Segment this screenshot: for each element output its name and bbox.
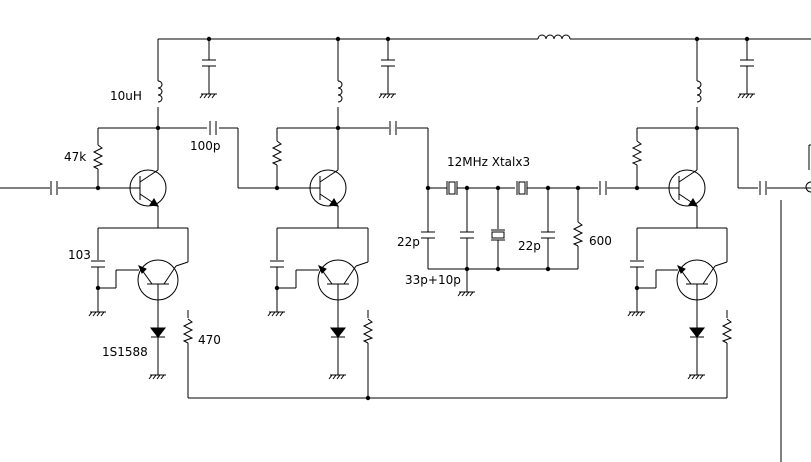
transistor-q3: [309, 128, 347, 228]
rail-bypass-capacitor-3: [737, 39, 756, 99]
transistor-q2: [137, 259, 189, 301]
label-bias-resistor: 47k: [64, 150, 86, 164]
transistor-q4: [317, 259, 369, 301]
transistor-q6: [676, 259, 728, 301]
rail-bypass-capacitor-1: [199, 39, 218, 99]
label-inductor-value: 10uH: [110, 89, 142, 103]
label-coupling-cap: 100p: [190, 139, 221, 153]
crystal-filter: [420, 180, 665, 297]
transistor-q5: [668, 128, 706, 228]
label-crystal-title: 12MHz Xtalx3: [447, 155, 530, 169]
label-termination-resistor: 600: [589, 234, 612, 248]
choke-inductor-1: [157, 80, 163, 103]
transistor-q1: [129, 128, 167, 228]
supply-rail: [158, 34, 811, 42]
label-emitter-resistor: 470: [198, 333, 221, 347]
stage-2: [267, 39, 429, 401]
stage-1: [0, 39, 277, 398]
rail-bypass-capacitor-2: [378, 39, 397, 99]
label-bypass-cap: 103: [68, 248, 91, 262]
label-diode-part: 1S1588: [102, 345, 148, 359]
stage-3: [627, 39, 811, 398]
label-trimmer-cap: 33p+10p: [405, 273, 461, 287]
label-filter-cap-right: 22p: [518, 239, 541, 253]
output-connector: [780, 144, 811, 462]
label-filter-cap-left: 22p: [397, 235, 420, 249]
